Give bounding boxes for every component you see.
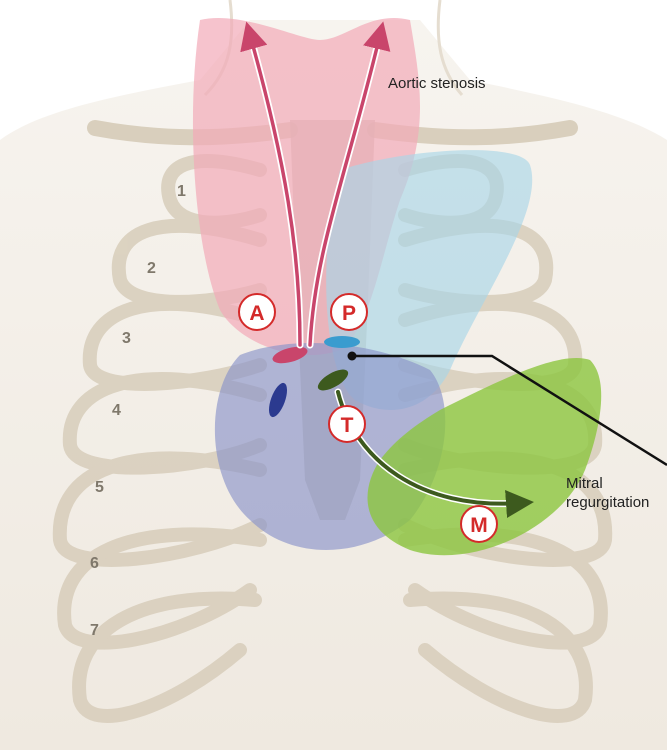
- rib-number-4: 4: [112, 402, 121, 419]
- mitral-regurgitation-label-line1: Mitral: [566, 475, 603, 492]
- area-label-pulmonic: P: [342, 302, 356, 325]
- aortic-stenosis-label: Aortic stenosis: [388, 75, 486, 92]
- area-label-aortic: A: [249, 302, 264, 325]
- area-marker-tricuspid: T: [329, 406, 365, 442]
- area-marker-mitral: M: [461, 506, 497, 542]
- area-marker-aortic: A: [239, 294, 275, 330]
- area-label-mitral: M: [470, 514, 488, 537]
- area-label-tricuspid: T: [341, 414, 354, 437]
- rib-number-3: 3: [122, 330, 131, 347]
- pulmonic-valve: [324, 336, 360, 348]
- rib-number-1: 1: [177, 183, 186, 200]
- rib-number-7: 7: [90, 622, 99, 639]
- rib-number-5: 5: [95, 479, 104, 496]
- rib-number-6: 6: [90, 555, 99, 572]
- area-marker-pulmonic: P: [331, 294, 367, 330]
- mitral-regurgitation-label-line2: regurgitation: [566, 494, 649, 511]
- rib-number-2: 2: [147, 260, 156, 277]
